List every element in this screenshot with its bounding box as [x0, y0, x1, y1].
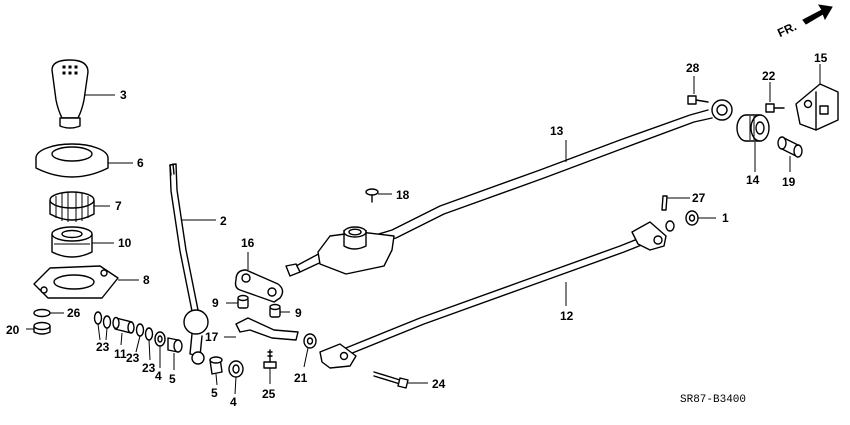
callout-17: 17	[205, 330, 219, 344]
callout-7: 7	[115, 199, 122, 213]
callout-18: 18	[396, 188, 410, 202]
callout-27: 27	[692, 191, 706, 205]
callout-12: 12	[560, 309, 574, 323]
select-rod	[319, 220, 675, 369]
callout-28: 28	[686, 61, 700, 75]
callout-23b: 23	[126, 351, 140, 365]
bushing	[49, 191, 110, 222]
callout-labels: 1 2 3 4 4 5 5 6 7 8 9 9 10 11 12 13 14 1…	[6, 51, 828, 409]
bracket	[224, 317, 299, 341]
bolt-25	[263, 349, 277, 384]
callout-11: 11	[114, 347, 127, 361]
collar-19	[777, 136, 803, 172]
shift-rod	[285, 109, 713, 277]
bushing-14	[736, 114, 770, 172]
callout-25: 25	[262, 387, 276, 401]
arrow-icon	[802, 4, 833, 25]
callout-23a: 23	[96, 340, 110, 354]
callout-5b: 5	[211, 386, 218, 400]
callout-15: 15	[814, 51, 828, 65]
callout-2: 2	[220, 214, 227, 228]
shift-seat	[51, 226, 114, 258]
callout-14: 14	[746, 173, 760, 187]
callout-10: 10	[118, 236, 132, 250]
shift-lever	[169, 163, 216, 365]
plate	[33, 265, 139, 299]
callout-4b: 4	[230, 395, 237, 409]
lever-bushings	[226, 294, 290, 318]
select-lever	[234, 252, 284, 303]
callout-9b: 9	[295, 306, 302, 320]
clip-1	[685, 210, 716, 226]
lever-hardware	[93, 311, 183, 370]
callout-24: 24	[432, 377, 446, 391]
callout-19: 19	[782, 175, 796, 189]
washer-nut	[26, 308, 64, 335]
callout-23c: 23	[142, 361, 156, 375]
callout-16: 16	[241, 236, 255, 250]
bolt-18	[365, 188, 392, 203]
bolt-28	[687, 76, 709, 105]
callout-9a: 9	[212, 296, 219, 310]
callout-22: 22	[762, 69, 776, 83]
callout-5a: 5	[169, 372, 176, 386]
bushing-pair	[209, 356, 244, 395]
callout-13: 13	[550, 124, 564, 138]
callout-3: 3	[120, 88, 127, 102]
diagram-code: SR87-B3400	[680, 394, 746, 406]
callout-1: 1	[722, 211, 729, 225]
callout-26: 26	[67, 306, 81, 320]
bolt-22	[765, 82, 785, 113]
shift-boot	[35, 143, 133, 178]
callout-4a: 4	[155, 369, 162, 383]
pin-27	[661, 195, 690, 211]
direction-label: FR.	[775, 19, 798, 40]
rod-end	[711, 99, 733, 121]
callout-21: 21	[294, 371, 308, 385]
bracket-15	[795, 64, 839, 131]
callout-20: 20	[6, 323, 20, 337]
bushing-21	[303, 333, 317, 368]
callout-8: 8	[143, 273, 150, 287]
shift-knob	[51, 59, 115, 129]
bolt-24	[373, 371, 428, 389]
callout-6: 6	[137, 156, 144, 170]
direction-indicator: FR.	[775, 4, 833, 40]
